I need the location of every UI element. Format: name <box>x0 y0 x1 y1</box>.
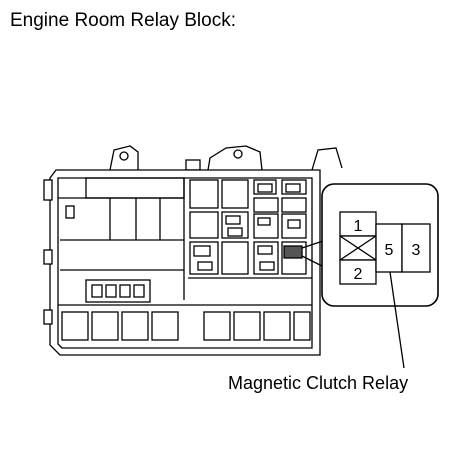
pin-2-label: 2 <box>354 266 363 283</box>
pin-1-label: 1 <box>354 218 363 235</box>
magnetic-clutch-relay-label: Magnetic Clutch Relay <box>228 373 408 393</box>
label-leader-line <box>389 271 405 369</box>
diagram-title: Engine Room Relay Block: <box>10 10 236 31</box>
relay-block-housing <box>43 145 343 356</box>
pin-5-label: 5 <box>385 242 394 259</box>
pin-3-label: 3 <box>412 242 421 259</box>
magnetic-clutch-relay-location <box>283 245 303 259</box>
connector-pinout <box>339 211 431 285</box>
